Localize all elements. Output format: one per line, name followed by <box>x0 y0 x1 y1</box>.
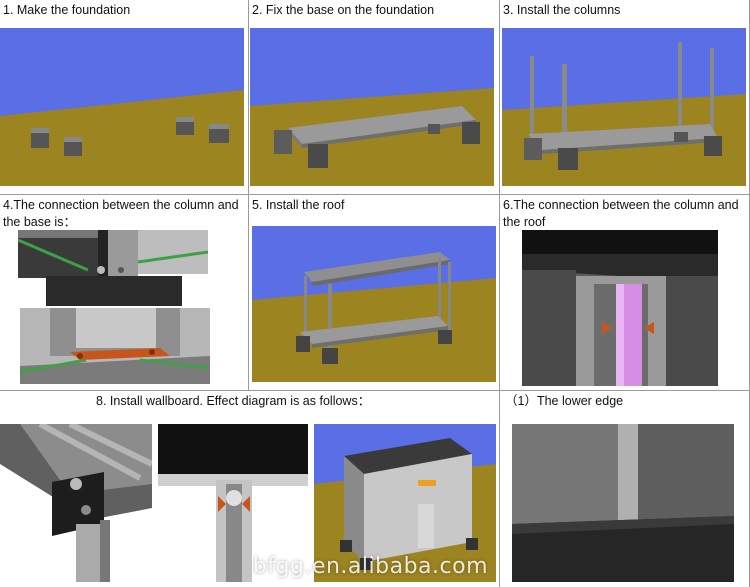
step-4-detail-top <box>18 230 208 306</box>
foundation-block <box>209 124 229 143</box>
foundation-block <box>64 137 82 156</box>
step-1-illustration <box>0 28 244 186</box>
grid-hline-1 <box>0 194 750 195</box>
step-8-caption: 8. Install wallboard. Effect diagram is … <box>96 394 371 408</box>
step-8-detail-left <box>0 424 152 582</box>
step-6-illustration <box>522 230 718 386</box>
step-4-detail-bottom <box>20 308 210 384</box>
grid-hline-2 <box>0 390 750 391</box>
foundation-block <box>176 117 194 135</box>
step-2-illustration <box>250 28 494 186</box>
step-5-caption: 5. Install the roof <box>252 198 345 212</box>
step-6-caption: 6.The connection between the column and … <box>503 198 739 229</box>
watermark-text: bfgg.en.alibaba.com <box>252 554 488 579</box>
lower-edge-illustration <box>512 424 734 582</box>
step-8-effect-diagram <box>314 424 496 582</box>
step-5-illustration <box>252 226 496 382</box>
step-3-illustration <box>502 28 746 186</box>
step-1-caption: 1. Make the foundation <box>3 3 131 17</box>
step-2-caption: 2. Fix the base on the foundation <box>252 3 435 17</box>
step-8-detail-middle <box>158 424 308 582</box>
step-3-caption: 3. Install the columns <box>503 3 621 17</box>
grid-vline-1 <box>248 0 249 390</box>
step-4-caption: 4.The connection between the column and … <box>3 198 239 229</box>
lower-edge-caption: （1）The lower edge <box>505 394 624 408</box>
grid-vline-2 <box>499 0 500 587</box>
foundation-block <box>31 128 49 148</box>
